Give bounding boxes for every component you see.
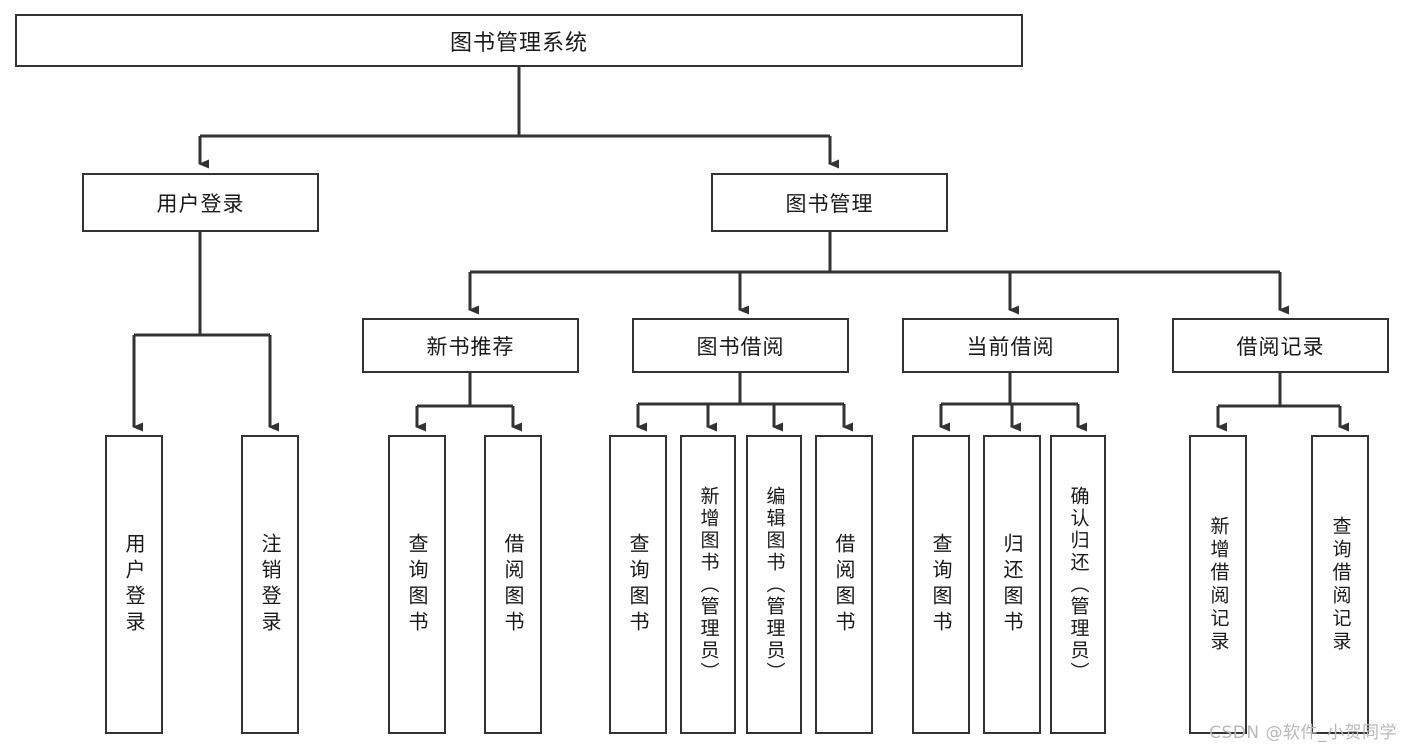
leaf-borrow-book-tsjy[interactable]: 借阅图书: [815, 435, 873, 734]
leaf-query-borrow-record[interactable]: 查询借阅记录: [1311, 435, 1369, 734]
csdn-watermark: CSDN @软件_小贺同学: [1209, 723, 1397, 743]
leaf-edit-book-admin[interactable]: 编辑图书（管理员）: [746, 435, 802, 734]
node-borrow-record[interactable]: 借阅记录: [1172, 318, 1389, 373]
node-new-book-recommend[interactable]: 新书推荐: [362, 318, 579, 373]
leaf-query-book-dqjy[interactable]: 查询图书: [912, 435, 970, 734]
leaf-user-login[interactable]: 用户登录: [105, 435, 163, 734]
leaf-confirm-return-admin[interactable]: 确认归还（管理员）: [1050, 435, 1106, 734]
leaf-logout[interactable]: 注销登录: [241, 435, 299, 734]
leaf-confirm-return-admin-label: 确认归还（管理员）: [1067, 485, 1090, 684]
leaf-add-borrow-record-label: 新增借阅记录: [1207, 515, 1230, 654]
leaf-return-book[interactable]: 归还图书: [983, 435, 1041, 734]
leaf-logout-label: 注销登录: [258, 532, 282, 637]
leaf-query-book-tsjy[interactable]: 查询图书: [609, 435, 667, 734]
node-new-book-recommend-label: 新书推荐: [426, 334, 515, 359]
leaf-add-book-admin[interactable]: 新增图书（管理员）: [680, 435, 736, 734]
leaf-add-borrow-record[interactable]: 新增借阅记录: [1189, 435, 1247, 734]
node-borrow-record-label: 借阅记录: [1236, 334, 1325, 359]
leaf-return-book-label: 归还图书: [1000, 532, 1024, 637]
node-user-login[interactable]: 用户登录: [82, 173, 319, 232]
leaf-add-book-admin-label: 新增图书（管理员）: [697, 485, 720, 684]
node-book-management-label: 图书管理: [785, 191, 874, 216]
node-book-borrow-label: 图书借阅: [696, 334, 785, 359]
node-book-management[interactable]: 图书管理: [711, 173, 948, 232]
leaf-borrow-book-nbr[interactable]: 借阅图书: [484, 435, 542, 734]
node-current-borrow[interactable]: 当前借阅: [902, 318, 1119, 373]
leaf-user-login-label: 用户登录: [122, 532, 146, 637]
leaf-borrow-book-tsjy-label: 借阅图书: [832, 532, 856, 637]
leaf-query-book-nbr[interactable]: 查询图书: [388, 435, 446, 734]
node-book-borrow[interactable]: 图书借阅: [632, 318, 849, 373]
leaf-query-book-tsjy-label: 查询图书: [626, 532, 650, 637]
node-current-borrow-label: 当前借阅: [966, 334, 1055, 359]
node-root[interactable]: 图书管理系统: [15, 14, 1023, 67]
node-root-label: 图书管理系统: [449, 30, 588, 56]
leaf-edit-book-admin-label: 编辑图书（管理员）: [763, 485, 786, 684]
node-user-login-label: 用户登录: [156, 191, 245, 216]
leaf-query-book-nbr-label: 查询图书: [405, 532, 429, 637]
leaf-borrow-book-nbr-label: 借阅图书: [501, 532, 525, 637]
leaf-query-book-dqjy-label: 查询图书: [929, 532, 953, 637]
leaf-query-borrow-record-label: 查询借阅记录: [1329, 515, 1352, 654]
